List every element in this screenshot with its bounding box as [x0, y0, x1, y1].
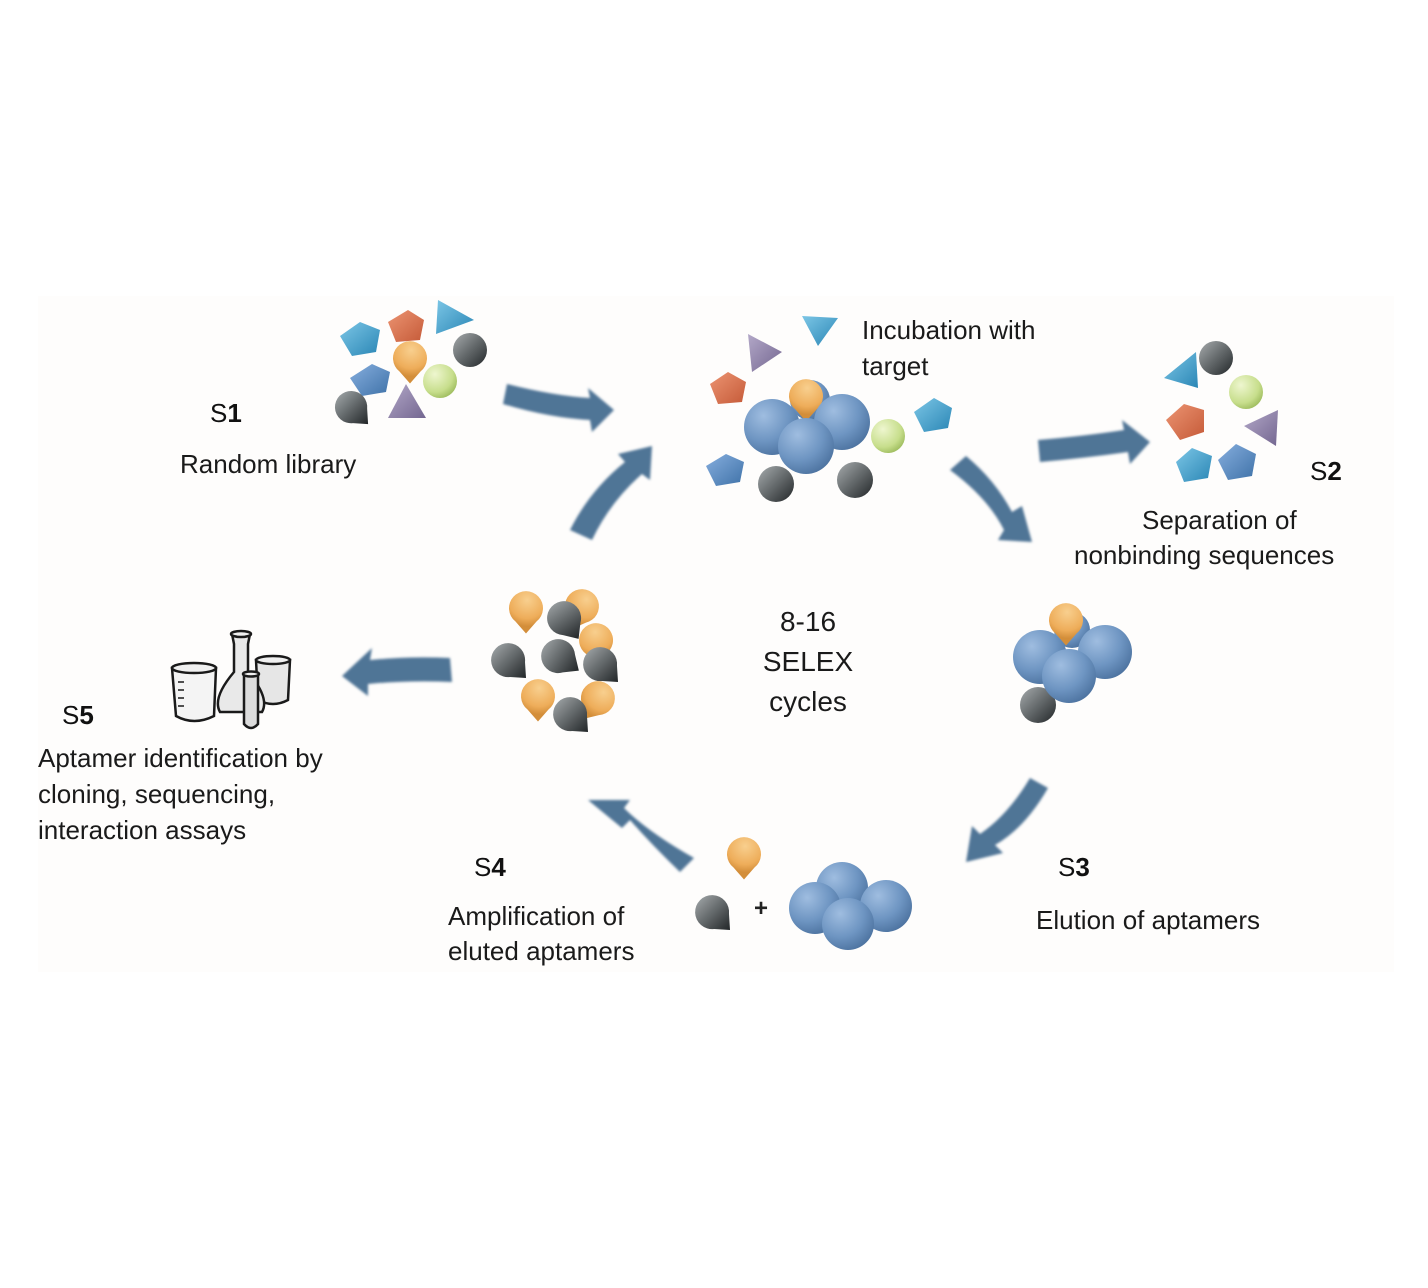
random-library-cluster [334, 300, 487, 425]
step-s1-number: S1 [210, 398, 242, 428]
step-s4-number: S4 [474, 852, 506, 882]
sphere-green [423, 364, 457, 398]
cycles-count: 8-16 [779, 606, 837, 637]
step-s3-label: Elution of aptamers [1036, 905, 1261, 935]
pentagon-cyan [340, 322, 380, 356]
pentagon-steel [706, 454, 744, 486]
target-sphere [1042, 649, 1096, 703]
arrow-cycle-to-incubation [570, 446, 652, 540]
step-s2-number: S2 [1310, 456, 1342, 486]
arrow-s4-to-cycle [588, 800, 694, 872]
incubation-label-line2: target [862, 351, 929, 381]
aptamer-gray [695, 895, 730, 930]
sphere-gray [453, 333, 487, 367]
step-s5-number: S5 [62, 700, 94, 730]
triangle-cyan [436, 300, 474, 334]
step-s1-label: Random library [180, 449, 357, 479]
triangle-cyan [802, 316, 838, 346]
sphere-gray [1020, 687, 1056, 723]
cycles-word: cycles [769, 686, 847, 717]
target-sphere [822, 898, 874, 950]
bound-complex [1013, 596, 1132, 723]
pentagon-steel [350, 364, 390, 396]
aptamer-gray [583, 647, 618, 682]
aptamer-gray [491, 643, 526, 678]
diagram-panel [38, 296, 1394, 972]
step-s5-label-line3: interaction assays [38, 815, 247, 845]
selex-word: SELEX [762, 646, 854, 677]
sphere-gray [837, 462, 873, 498]
sphere-gray [1199, 341, 1233, 375]
triangle-purple [388, 384, 426, 418]
pentagon-red [1166, 404, 1204, 440]
target-sphere [778, 418, 834, 474]
step-s4-label-line1: Amplification of [448, 901, 625, 931]
arrow-elution-to-s3 [966, 778, 1048, 862]
lab-glassware-icon [170, 629, 292, 730]
sphere-green [871, 419, 905, 453]
incubation-label-line1: Incubation with [862, 315, 1036, 345]
step-s3-number: S3 [1058, 852, 1090, 882]
triangle-purple [748, 334, 782, 372]
arrow-incubation-to-s2 [1038, 420, 1150, 464]
arrow-incubation-to-elution [950, 456, 1032, 542]
step-s2-label-line2: nonbinding sequences [1074, 540, 1335, 570]
step-s5-label-line2: cloning, sequencing, [38, 779, 276, 809]
arrow-s1-to-incubation [503, 384, 614, 432]
aptamer-orange [719, 830, 769, 880]
triangle-purple [1244, 410, 1278, 446]
pentagon-cyan [1176, 448, 1212, 482]
step-s5-label-line1: Aptamer identification by [38, 743, 323, 773]
aptamer-gray [334, 390, 369, 425]
selex-cycles-label: 8-16 SELEX cycles [740, 602, 876, 722]
triangle-cyan [1164, 352, 1198, 388]
step-s2-label-line1: Separation of [1142, 505, 1297, 535]
pentagon-red [388, 310, 424, 342]
sphere-gray [758, 466, 794, 502]
pentagon-steel [1218, 444, 1256, 480]
plus-sign: + [754, 895, 769, 922]
arrow-cycle-to-s5 [342, 648, 452, 696]
step-s4-label-line2: eluted aptamers [448, 936, 635, 966]
amplification-group [695, 830, 912, 950]
enriched-aptamer-pool [491, 584, 621, 732]
pentagon-cyan [914, 398, 952, 432]
incubation-cluster [706, 316, 952, 502]
aptamer-orange [501, 584, 551, 634]
aptamer-gray [538, 636, 579, 677]
nonbinding-cluster [1164, 341, 1278, 482]
sphere-green [1229, 375, 1263, 409]
pentagon-red [710, 372, 746, 404]
